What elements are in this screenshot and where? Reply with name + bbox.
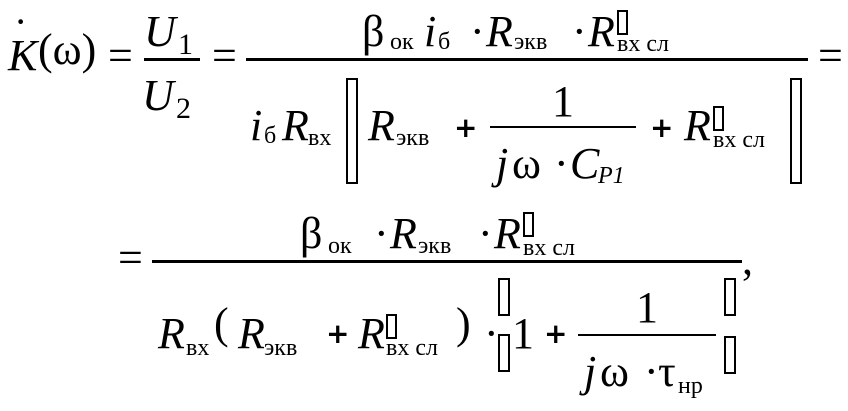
fraction-bar — [490, 126, 636, 128]
r-symbol: R — [390, 209, 417, 258]
c-symbol: C — [570, 139, 600, 188]
j-symbol: j — [584, 347, 597, 396]
one-digit: 1 — [636, 283, 658, 332]
right-bracket-placeholder-top — [724, 278, 736, 316]
beta-subscript: ок — [390, 29, 414, 55]
plus-sign: + — [650, 111, 674, 144]
i-symbol: i — [424, 7, 437, 56]
r-symbol: R — [358, 309, 385, 358]
r-symbol: R — [368, 101, 395, 150]
right-bracket-placeholder-bottom — [724, 336, 736, 374]
j-symbol: j — [496, 139, 509, 188]
prime-placeholder-box — [386, 314, 397, 339]
u2-symbol: U — [142, 71, 174, 120]
omega-symbol: ω — [512, 139, 541, 188]
fraction-bar — [246, 58, 808, 61]
plus-sign: + — [326, 317, 350, 350]
equals-sign: = — [212, 31, 237, 80]
r-symbol: R — [238, 309, 265, 358]
r-subscript: вх — [186, 335, 210, 361]
multiply-dot: · — [470, 7, 485, 56]
r-subscript: вх сл — [713, 127, 765, 153]
left-bracket-placeholder-top — [498, 278, 510, 316]
r-symbol: R — [684, 101, 711, 150]
equals-sign: = — [118, 233, 143, 282]
k-symbol: K — [8, 31, 38, 80]
tau-symbol: τ — [658, 347, 676, 396]
comma: , — [742, 235, 753, 284]
prime-placeholder-box — [617, 10, 628, 35]
r-subscript: вх сл — [617, 31, 669, 57]
left-bracket-placeholder — [346, 78, 358, 184]
r-subscript: экв — [264, 335, 298, 361]
plus-sign: + — [544, 317, 568, 350]
plus-sign: + — [454, 111, 478, 144]
tau-subscript: нр — [678, 373, 703, 399]
left-bracket-placeholder-bottom — [498, 334, 510, 372]
multiply-dot: · — [554, 139, 569, 188]
r-symbol: R — [158, 309, 185, 358]
u1-symbol: U — [144, 7, 176, 56]
beta-symbol: β — [362, 7, 385, 56]
r-subscript: вх сл — [386, 335, 438, 361]
multiply-dot: · — [484, 309, 499, 358]
r-symbol: R — [588, 7, 615, 56]
r-symbol: R — [282, 101, 309, 150]
u2-subscript: 2 — [176, 92, 191, 125]
i-subscript: б — [438, 29, 451, 55]
u1-subscript: 1 — [178, 28, 193, 61]
equals-sign: = — [818, 31, 843, 80]
one-digit: 1 — [512, 309, 534, 358]
r-symbol: R — [494, 209, 521, 258]
c-subscript: P1 — [598, 163, 625, 189]
r-subscript: вх сл — [523, 235, 575, 261]
multiply-dot: · — [374, 209, 389, 258]
omega-argument: (ω) — [38, 25, 97, 74]
multiply-dot: · — [572, 7, 587, 56]
i-subscript: б — [264, 123, 277, 149]
one-digit: 1 — [552, 77, 574, 126]
beta-symbol: β — [300, 209, 323, 258]
r-subscript: экв — [396, 125, 430, 151]
right-bracket-placeholder — [790, 78, 802, 184]
prime-placeholder-box — [523, 212, 534, 237]
fraction-bar — [144, 58, 200, 61]
r-subscript: экв — [514, 29, 548, 55]
prime-placeholder-box — [713, 106, 724, 131]
right-paren: ) — [456, 299, 471, 348]
multiply-dot: · — [478, 209, 493, 258]
fraction-bar — [152, 260, 742, 263]
beta-subscript: ок — [328, 233, 352, 259]
equals-sign: = — [108, 31, 133, 80]
r-subscript: экв — [418, 233, 452, 259]
i-symbol: i — [250, 101, 263, 150]
k-dot: · — [14, 0, 28, 44]
multiply-dot: · — [644, 347, 659, 396]
omega-symbol: ω — [600, 347, 629, 396]
r-symbol: R — [486, 7, 513, 56]
r-subscript: вх — [308, 125, 332, 151]
fraction-bar — [578, 334, 716, 336]
left-paren: ( — [214, 299, 229, 348]
